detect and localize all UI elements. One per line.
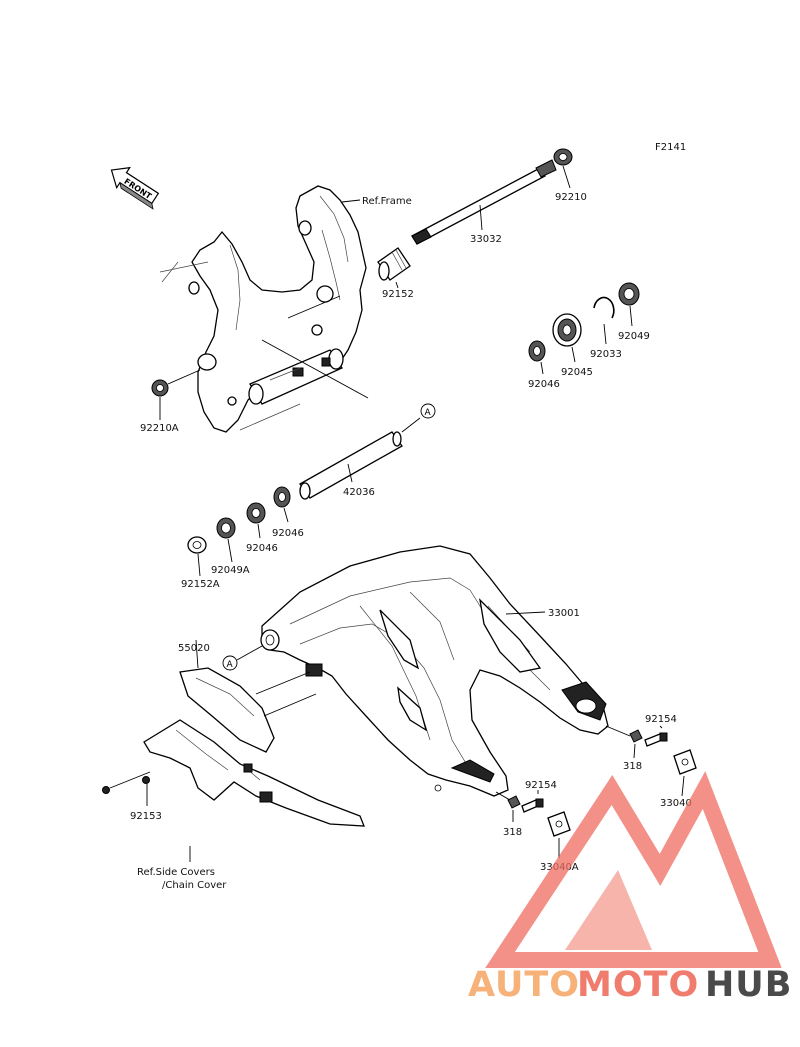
watermark-part-hub: HUB <box>705 965 792 1005</box>
label-92210A: 92210A <box>140 423 179 434</box>
label-33040: 33040 <box>660 798 692 809</box>
label-92153: 92153 <box>130 811 162 822</box>
part-33040A-adjuster <box>547 811 571 858</box>
front-arrow-icon: FRONT <box>110 166 160 210</box>
part-318-nut-left <box>507 795 521 822</box>
part-92154-bolt-left <box>521 790 544 813</box>
part-92153-bolt <box>102 771 151 806</box>
label-92154-right: 92154 <box>645 714 677 725</box>
part-92152A-collar <box>187 536 207 577</box>
marker-a-top: A <box>420 403 436 419</box>
label-92152A: 92152A <box>181 579 220 590</box>
label-92152: 92152 <box>382 289 414 300</box>
part-92046-bearing-top <box>528 340 546 375</box>
part-55020-chain-slider <box>179 639 317 753</box>
part-92049A-seal <box>216 517 236 563</box>
watermark-logo-icon <box>485 771 782 968</box>
label-92210: 92210 <box>555 192 587 203</box>
figure-code: F2141 <box>655 142 686 153</box>
label-318-right: 318 <box>623 761 642 772</box>
label-92033: 92033 <box>590 349 622 360</box>
part-33032-pivot-shaft <box>411 159 557 245</box>
label-92046-top: 92046 <box>528 379 560 390</box>
part-42036-sleeve <box>299 417 421 500</box>
watermark-part-auto: AUTO <box>468 965 580 1005</box>
label-92154-left: 92154 <box>525 780 557 791</box>
svg-text:A: A <box>425 408 432 418</box>
label-92045: 92045 <box>561 367 593 378</box>
label-42036: 42036 <box>343 487 375 498</box>
part-92046-bearing-low <box>246 502 266 539</box>
part-92210-nut <box>553 148 573 189</box>
label-92046-mid: 92046 <box>272 528 304 539</box>
part-92154-bolt-right <box>644 725 668 747</box>
chain-cover-reference <box>143 719 365 827</box>
label-92049A: 92049A <box>211 565 250 576</box>
part-318-nut-right <box>629 729 643 759</box>
ref-frame-label: Ref.Frame <box>362 196 412 207</box>
part-92049-seal <box>618 282 640 327</box>
label-33001: 33001 <box>548 608 580 619</box>
part-92210A <box>151 369 201 420</box>
ref-side-covers-label: Ref.Side Covers <box>137 867 215 878</box>
frame-reference <box>159 185 367 433</box>
label-92049: 92049 <box>618 331 650 342</box>
label-92046-low: 92046 <box>246 543 278 554</box>
label-33032: 33032 <box>470 234 502 245</box>
label-318-left: 318 <box>503 827 522 838</box>
watermark-text: AUTO MOTO HUB <box>468 965 792 1005</box>
part-33040-adjuster <box>673 749 697 797</box>
ref-chain-cover-label: /Chain Cover <box>162 880 227 891</box>
part-92045-bearing <box>552 313 582 363</box>
part-92046-bearing-mid <box>273 486 291 523</box>
label-55020: 55020 <box>178 643 210 654</box>
part-33001-swingarm <box>260 545 609 797</box>
part-92152-collar <box>377 247 411 289</box>
svg-text:A: A <box>227 660 234 670</box>
watermark-part-moto: MOTO <box>577 965 699 1005</box>
part-92033-circlip <box>593 296 615 345</box>
marker-a-lower: A <box>222 655 238 671</box>
